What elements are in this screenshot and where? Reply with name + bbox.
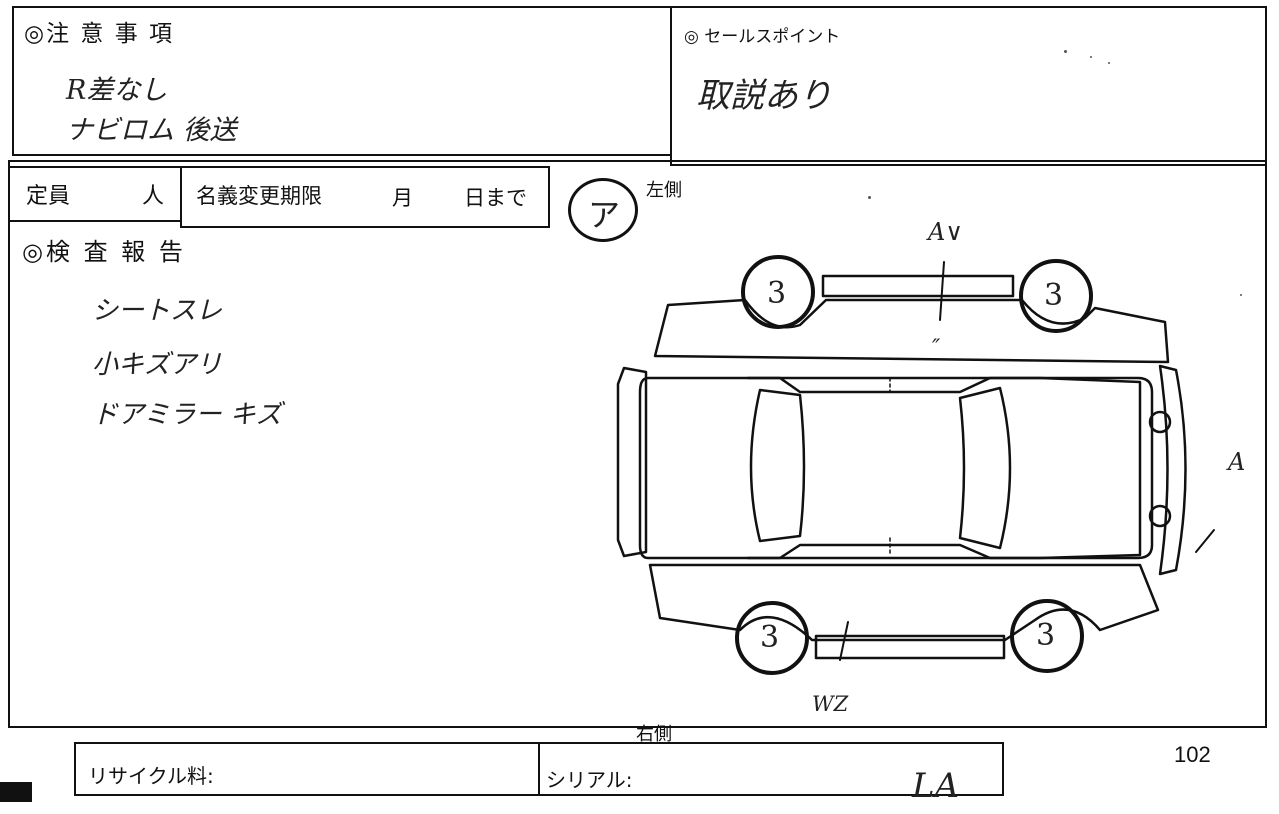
scan-speck <box>1108 62 1110 64</box>
scan-speck <box>1090 56 1092 58</box>
deadline-month-unit: 月 <box>392 186 413 210</box>
annotation-left-top-sub: ″ <box>932 336 941 361</box>
rear-lamp-upper <box>1148 410 1172 434</box>
notes-title: ◎注 意 事 項 <box>24 21 175 47</box>
right-sill <box>814 634 1006 660</box>
rear-windshield <box>958 386 1012 550</box>
tire-right-front <box>735 601 809 675</box>
circle-mark-text: ア <box>588 196 621 234</box>
scratch-right-bottom <box>839 621 849 661</box>
top-view-body <box>638 376 1154 560</box>
capacity-unit: 人 <box>142 184 165 209</box>
right-side-body <box>648 563 1160 642</box>
deadline-label: 名義変更期限 <box>196 184 322 208</box>
sales-point-title: ◎ セールスポイント <box>684 27 841 47</box>
scan-speck <box>1064 50 1067 53</box>
sales-point-text: 取説あり <box>696 76 832 116</box>
tire-mark-left-front: 3 <box>767 276 787 311</box>
recycle-label: リサイクル料: <box>88 764 214 788</box>
deadline-day-unit: 日まで <box>464 186 527 210</box>
left-sill <box>821 274 1015 298</box>
scan-marker <box>0 782 32 802</box>
notes-line-1: R差なし <box>66 75 168 106</box>
inspection-line-3: ドアミラー キズ <box>92 400 282 430</box>
scratch-rear <box>1195 529 1215 553</box>
capacity-label: 定員 <box>26 184 71 209</box>
scratch-left-top <box>939 261 945 321</box>
cabin-outline <box>746 376 1142 560</box>
serial-label: シリアル: <box>546 768 633 792</box>
footer-divider <box>538 742 540 796</box>
tire-mark-right-front: 3 <box>760 620 780 655</box>
inspection-frame <box>8 160 1267 728</box>
right-side-label: 右側 <box>636 724 672 745</box>
scan-speck <box>1240 294 1242 296</box>
front-bumper <box>616 366 648 558</box>
left-side-body <box>653 298 1170 364</box>
tire-left-front <box>741 255 815 329</box>
inspection-line-2: 小キズアリ <box>92 350 223 380</box>
circle-mark <box>568 178 638 242</box>
rear-lamp-lower <box>1148 504 1172 528</box>
annotation-right-bottom: WZ <box>812 692 849 716</box>
scan-speck <box>868 196 871 199</box>
rear-bumper <box>1158 364 1187 576</box>
left-side-label: 左側 <box>646 180 682 201</box>
tire-right-rear <box>1010 599 1084 673</box>
inspection-line-1: シートスレ <box>92 296 223 326</box>
annotation-left-top: A∨ <box>928 218 963 246</box>
deadline-cell <box>180 166 550 228</box>
annotation-rear: A <box>1228 448 1246 476</box>
serial-value: LA <box>912 766 960 806</box>
tire-left-rear <box>1019 259 1093 333</box>
front-windshield <box>749 388 806 543</box>
page-number: 102 <box>1174 742 1211 767</box>
sales-point-box <box>670 6 1267 166</box>
tire-mark-left-rear: 3 <box>1044 278 1064 313</box>
tire-mark-right-rear: 3 <box>1036 618 1056 653</box>
inspection-title: ◎検 査 報 告 <box>22 238 186 266</box>
notes-line-2: ナビロム 後送 <box>66 115 237 146</box>
